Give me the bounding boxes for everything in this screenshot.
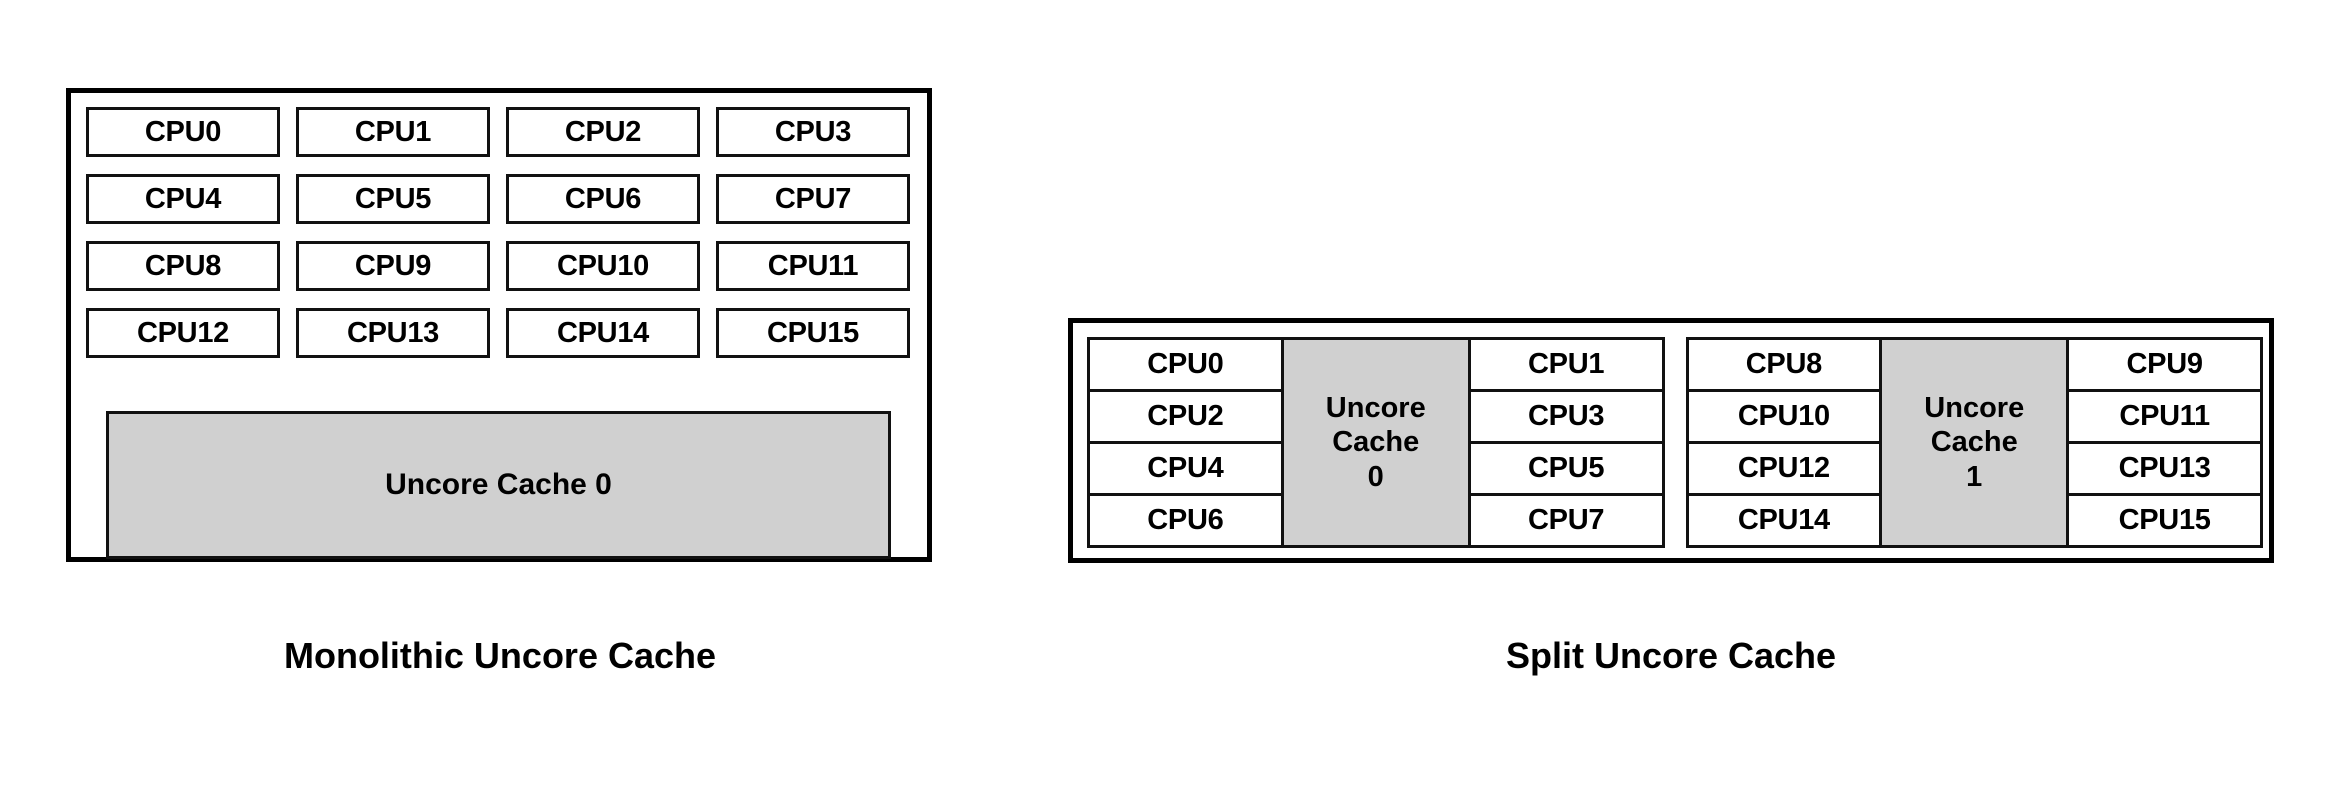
uncore-label-line-2: Cache <box>1332 426 1420 459</box>
split-group-0-right-cpu-column: CPU1 CPU3 CPU5 CPU7 <box>1467 337 1665 548</box>
uncore-cache-box[interactable]: Uncore Cache 0 <box>106 411 891 559</box>
split-group-1: CPU8 CPU10 CPU12 CPU14 Uncore Cache 1 CP… <box>1685 337 2263 548</box>
cpu-box[interactable]: CPU14 <box>506 308 700 358</box>
cpu-box[interactable]: CPU11 <box>716 241 910 291</box>
cpu-box[interactable]: CPU15 <box>716 308 910 358</box>
cpu-box[interactable]: CPU8 <box>1685 337 1883 392</box>
monolithic-inner-container: CPU0 CPU1 CPU2 CPU3 CPU4 CPU5 CPU6 CPU7 … <box>86 107 910 559</box>
row-spacer <box>86 224 910 241</box>
split-group-1-left-cpu-column: CPU8 CPU10 CPU12 CPU14 <box>1685 337 1883 548</box>
cpu-box[interactable]: CPU4 <box>86 174 280 224</box>
cpu-box[interactable]: CPU10 <box>506 241 700 291</box>
cpu-box[interactable]: CPU3 <box>716 107 910 157</box>
cpu-box[interactable]: CPU0 <box>1087 337 1284 392</box>
uncore-cache-box-0[interactable]: Uncore Cache 0 <box>1280 337 1471 548</box>
cpu-box[interactable]: CPU14 <box>1685 493 1883 548</box>
split-inner-container: CPU0 CPU2 CPU4 CPU6 Uncore Cache 0 CPU1 … <box>1087 337 2263 548</box>
uncore-cache-box-1[interactable]: Uncore Cache 1 <box>1879 337 2070 548</box>
cpu-box[interactable]: CPU1 <box>1467 337 1665 392</box>
cpu-box[interactable]: CPU12 <box>1685 441 1883 496</box>
uncore-label-line-1: Uncore <box>1325 392 1426 425</box>
cpu-box[interactable]: CPU5 <box>1467 441 1665 496</box>
cpu-box[interactable]: CPU2 <box>1087 389 1284 444</box>
row-spacer <box>86 291 910 308</box>
cpu-box[interactable]: CPU3 <box>1467 389 1665 444</box>
cpu-box[interactable]: CPU1 <box>296 107 490 157</box>
monolithic-caption: Monolithic Uncore Cache <box>283 635 717 676</box>
cpu-row: CPU0 CPU1 CPU2 CPU3 <box>86 107 910 157</box>
split-package-frame: CPU0 CPU2 CPU4 CPU6 Uncore Cache 0 CPU1 … <box>1068 318 2274 563</box>
cpu-box[interactable]: CPU7 <box>716 174 910 224</box>
row-spacer <box>86 157 910 174</box>
cpu-box[interactable]: CPU9 <box>296 241 490 291</box>
cpu-box[interactable]: CPU4 <box>1087 441 1284 496</box>
split-group-0: CPU0 CPU2 CPU4 CPU6 Uncore Cache 0 CPU1 … <box>1087 337 1665 548</box>
cpu-box[interactable]: CPU13 <box>296 308 490 358</box>
cpu-box[interactable]: CPU12 <box>86 308 280 358</box>
uncore-label-line-3: 1 <box>1966 460 1983 493</box>
cpu-box[interactable]: CPU9 <box>2066 337 2263 392</box>
cpu-box[interactable]: CPU13 <box>2066 441 2263 496</box>
monolithic-package-frame: CPU0 CPU1 CPU2 CPU3 CPU4 CPU5 CPU6 CPU7 … <box>66 88 932 562</box>
cpu-box[interactable]: CPU10 <box>1685 389 1883 444</box>
cpu-box[interactable]: CPU7 <box>1467 493 1665 548</box>
cpu-box[interactable]: CPU0 <box>86 107 280 157</box>
cpu-box[interactable]: CPU2 <box>506 107 700 157</box>
cpu-box[interactable]: CPU5 <box>296 174 490 224</box>
cpu-box[interactable]: CPU11 <box>2066 389 2263 444</box>
cpu-box[interactable]: CPU8 <box>86 241 280 291</box>
cpu-box[interactable]: CPU15 <box>2066 493 2263 548</box>
uncore-label-line-3: 0 <box>1367 460 1384 493</box>
cpu-box[interactable]: CPU6 <box>1087 493 1284 548</box>
cpu-row: CPU8 CPU9 CPU10 CPU11 <box>86 241 910 291</box>
uncore-label-line-2: Cache <box>1930 426 2018 459</box>
split-group-0-left-cpu-column: CPU0 CPU2 CPU4 CPU6 <box>1087 337 1284 548</box>
cpu-box[interactable]: CPU6 <box>506 174 700 224</box>
cpu-row: CPU4 CPU5 CPU6 CPU7 <box>86 174 910 224</box>
split-group-1-right-cpu-column: CPU9 CPU11 CPU13 CPU15 <box>2066 337 2263 548</box>
split-caption: Split Uncore Cache <box>1505 635 1837 676</box>
uncore-label-line-1: Uncore <box>1924 392 2025 425</box>
cpu-row: CPU12 CPU13 CPU14 CPU15 <box>86 308 910 358</box>
